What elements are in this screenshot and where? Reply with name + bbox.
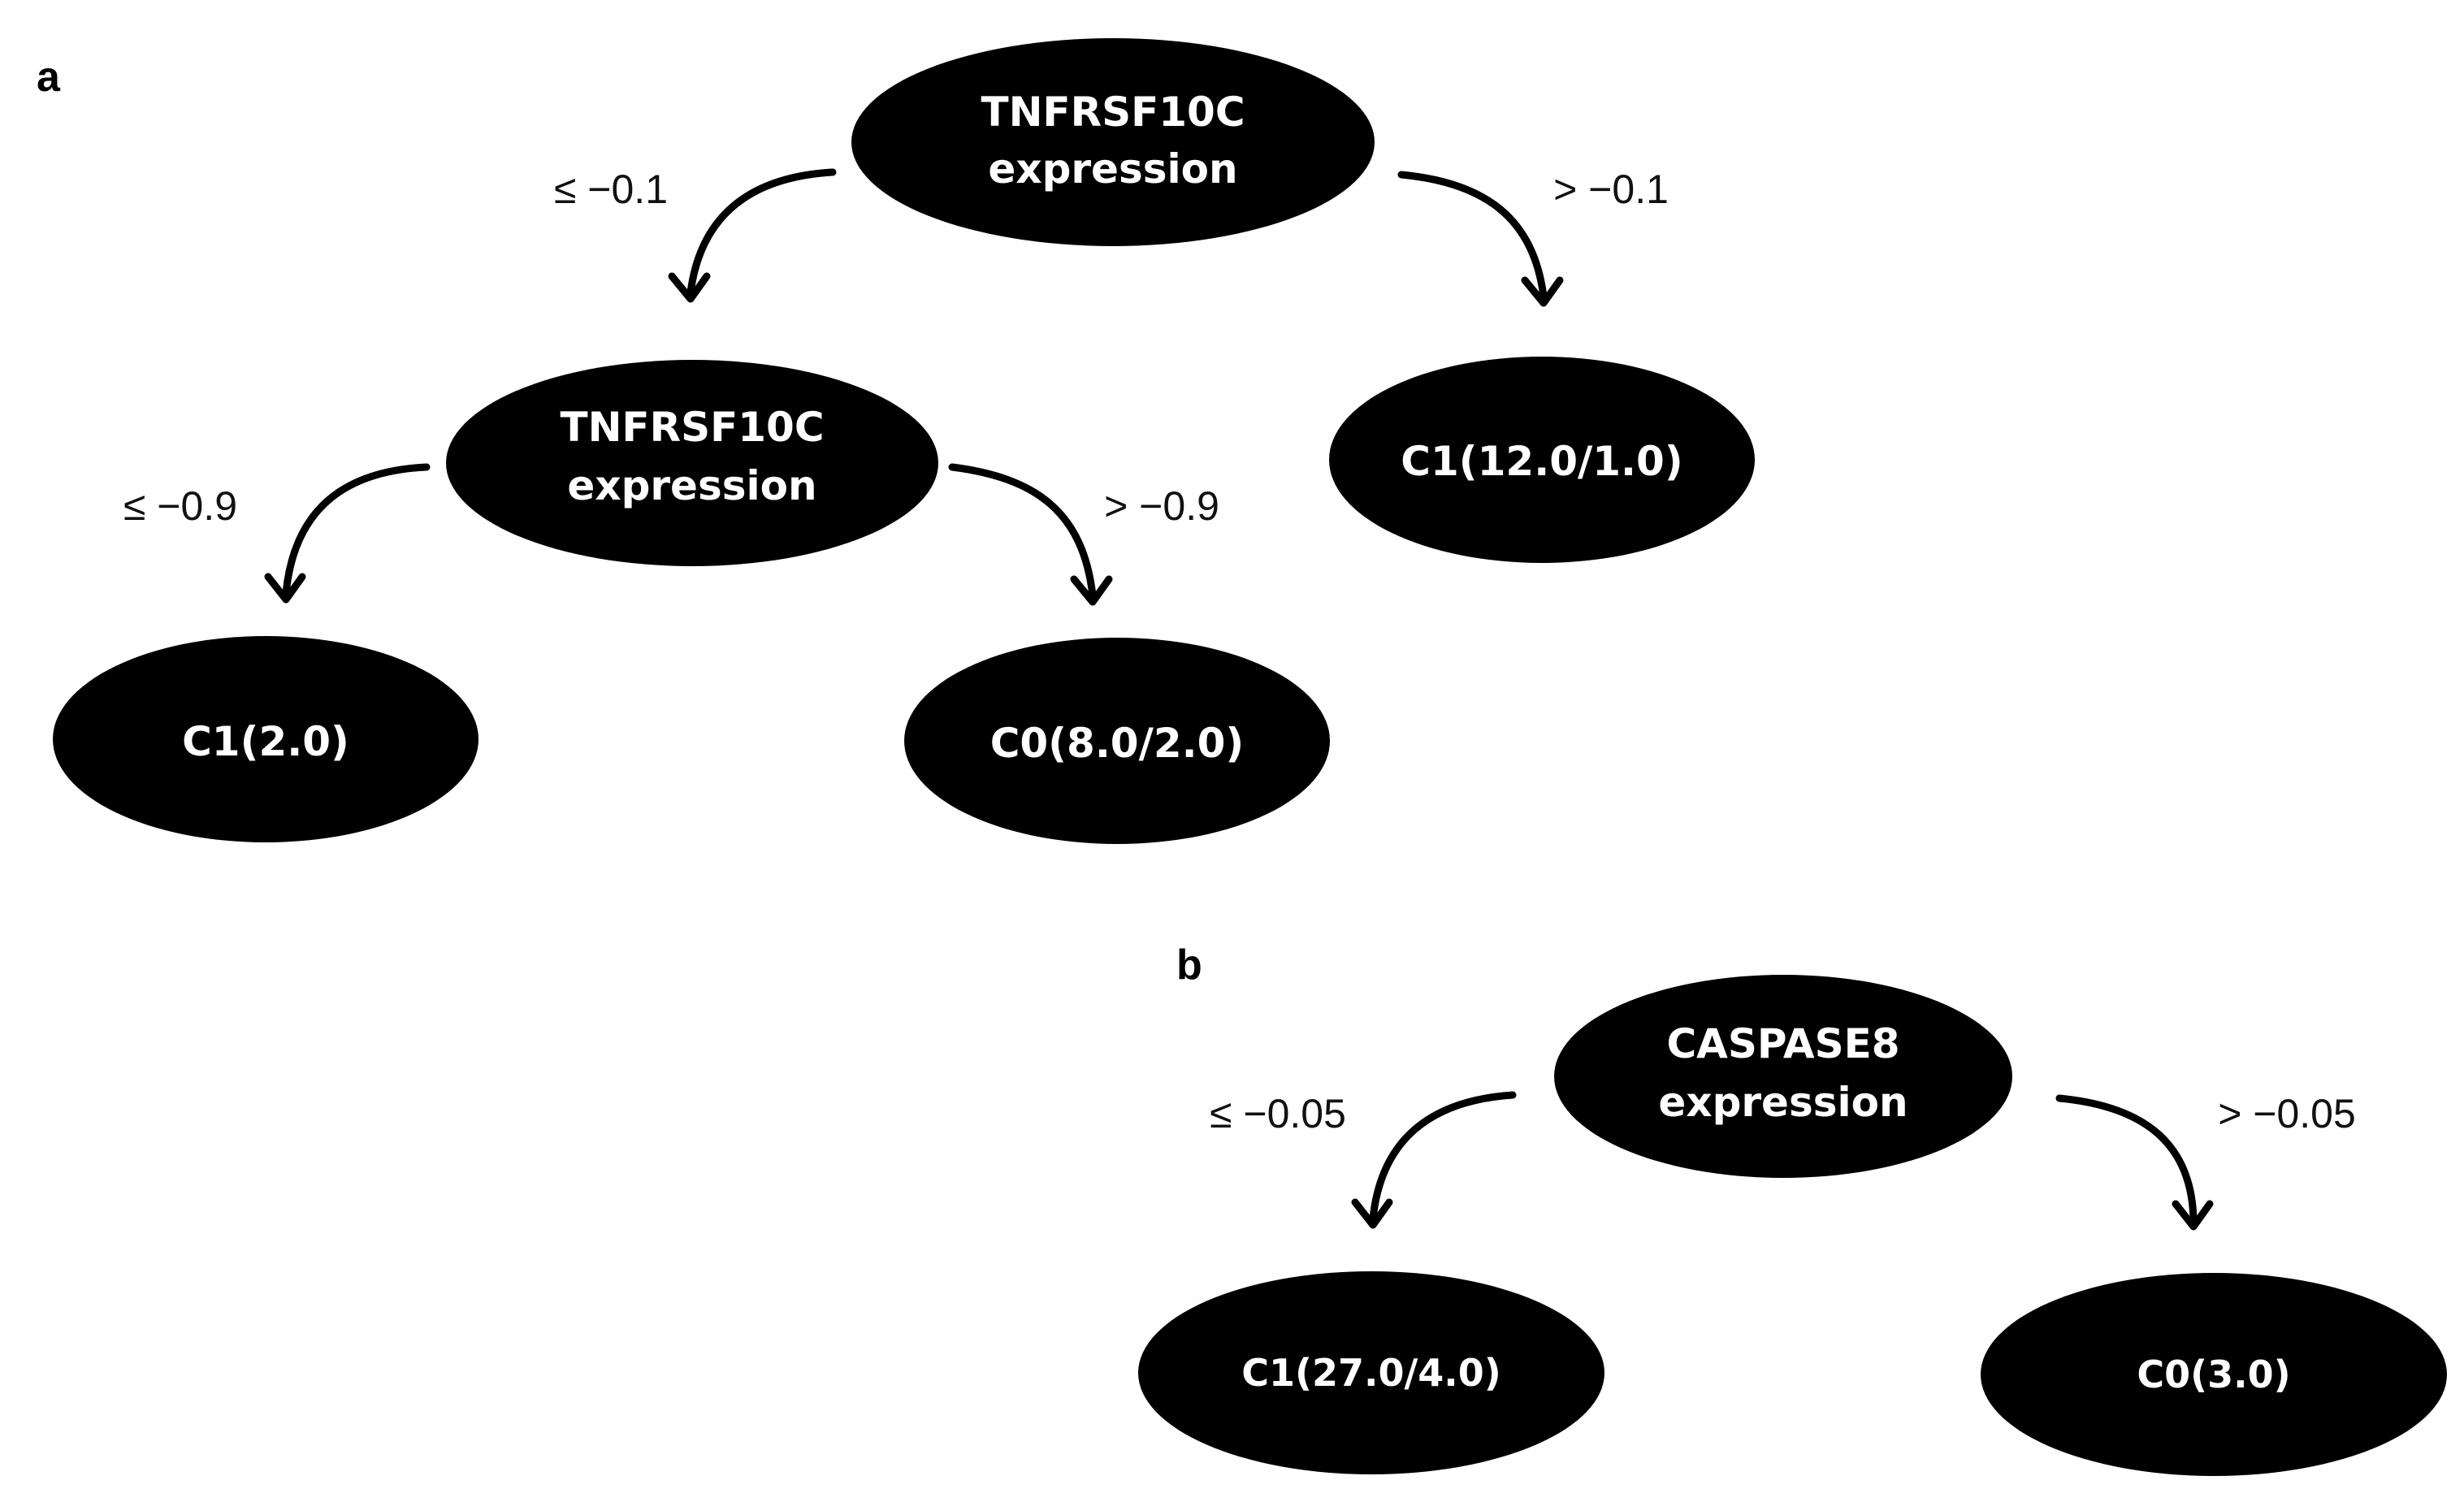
tree-b-leaf-right: C0(3.0) xyxy=(1981,1273,2447,1476)
tree-a-root-label-line2: expression xyxy=(988,145,1237,193)
tree-a-leaf-right-label: C1(12.0/1.0) xyxy=(1401,438,1682,485)
tree-a-root-left-arrow xyxy=(668,168,837,303)
tree-b-leaf-left-label: C1(27.0/4.0) xyxy=(1241,1351,1501,1395)
tree-a-inner-label-line2: expression xyxy=(567,462,816,509)
tree-b-root-right-condition: > −0.05 xyxy=(2218,1091,2356,1136)
tree-b-root-left-arrow xyxy=(1351,1091,1517,1229)
tree-a-inner-right-arrow xyxy=(948,463,1113,606)
tree-a-inner-label-line1: TNFRSF10C xyxy=(560,404,824,451)
tree-a-root-right-condition: > −0.1 xyxy=(1553,167,1669,212)
tree-a-inner-left-condition: ≤ −0.9 xyxy=(123,483,237,529)
tree-a-leaf-left-label: C1(2.0) xyxy=(182,718,349,765)
tree-b-leaf-right-label: C0(3.0) xyxy=(2137,1353,2290,1396)
panel-label-a: a xyxy=(37,54,61,101)
panel-label-b: b xyxy=(1176,941,1202,989)
tree-a-leaf-right: C1(12.0/1.0) xyxy=(1329,357,1755,563)
tree-a-root-label-line1: TNFRSF10C xyxy=(981,89,1245,136)
tree-a-leaf-left: C1(2.0) xyxy=(53,636,479,842)
tree-a-inner-right-condition: > −0.9 xyxy=(1104,483,1219,529)
tree-b-root-right-arrow xyxy=(2055,1094,2214,1231)
tree-a-leaf-middle: C0(8.0/2.0) xyxy=(904,638,1330,844)
tree-a-root-left-condition: ≤ −0.1 xyxy=(554,167,668,212)
tree-a-inner-node: TNFRSF10C expression xyxy=(446,360,938,566)
tree-a-inner-left-arrow xyxy=(264,463,431,604)
tree-b-root-label-line1: CASPASE8 xyxy=(1666,1020,1899,1067)
tree-a-leaf-middle-label: C0(8.0/2.0) xyxy=(990,720,1245,767)
tree-b-root-label-line2: expression xyxy=(1658,1079,1908,1126)
tree-a-root-right-arrow xyxy=(1397,171,1564,307)
tree-b-root-left-condition: ≤ −0.05 xyxy=(1210,1091,1346,1136)
tree-b-root-node: CASPASE8 expression xyxy=(1554,975,2012,1178)
tree-a-root-node: TNFRSF10C expression xyxy=(851,38,1375,246)
tree-b-leaf-left: C1(27.0/4.0) xyxy=(1138,1271,1604,1474)
